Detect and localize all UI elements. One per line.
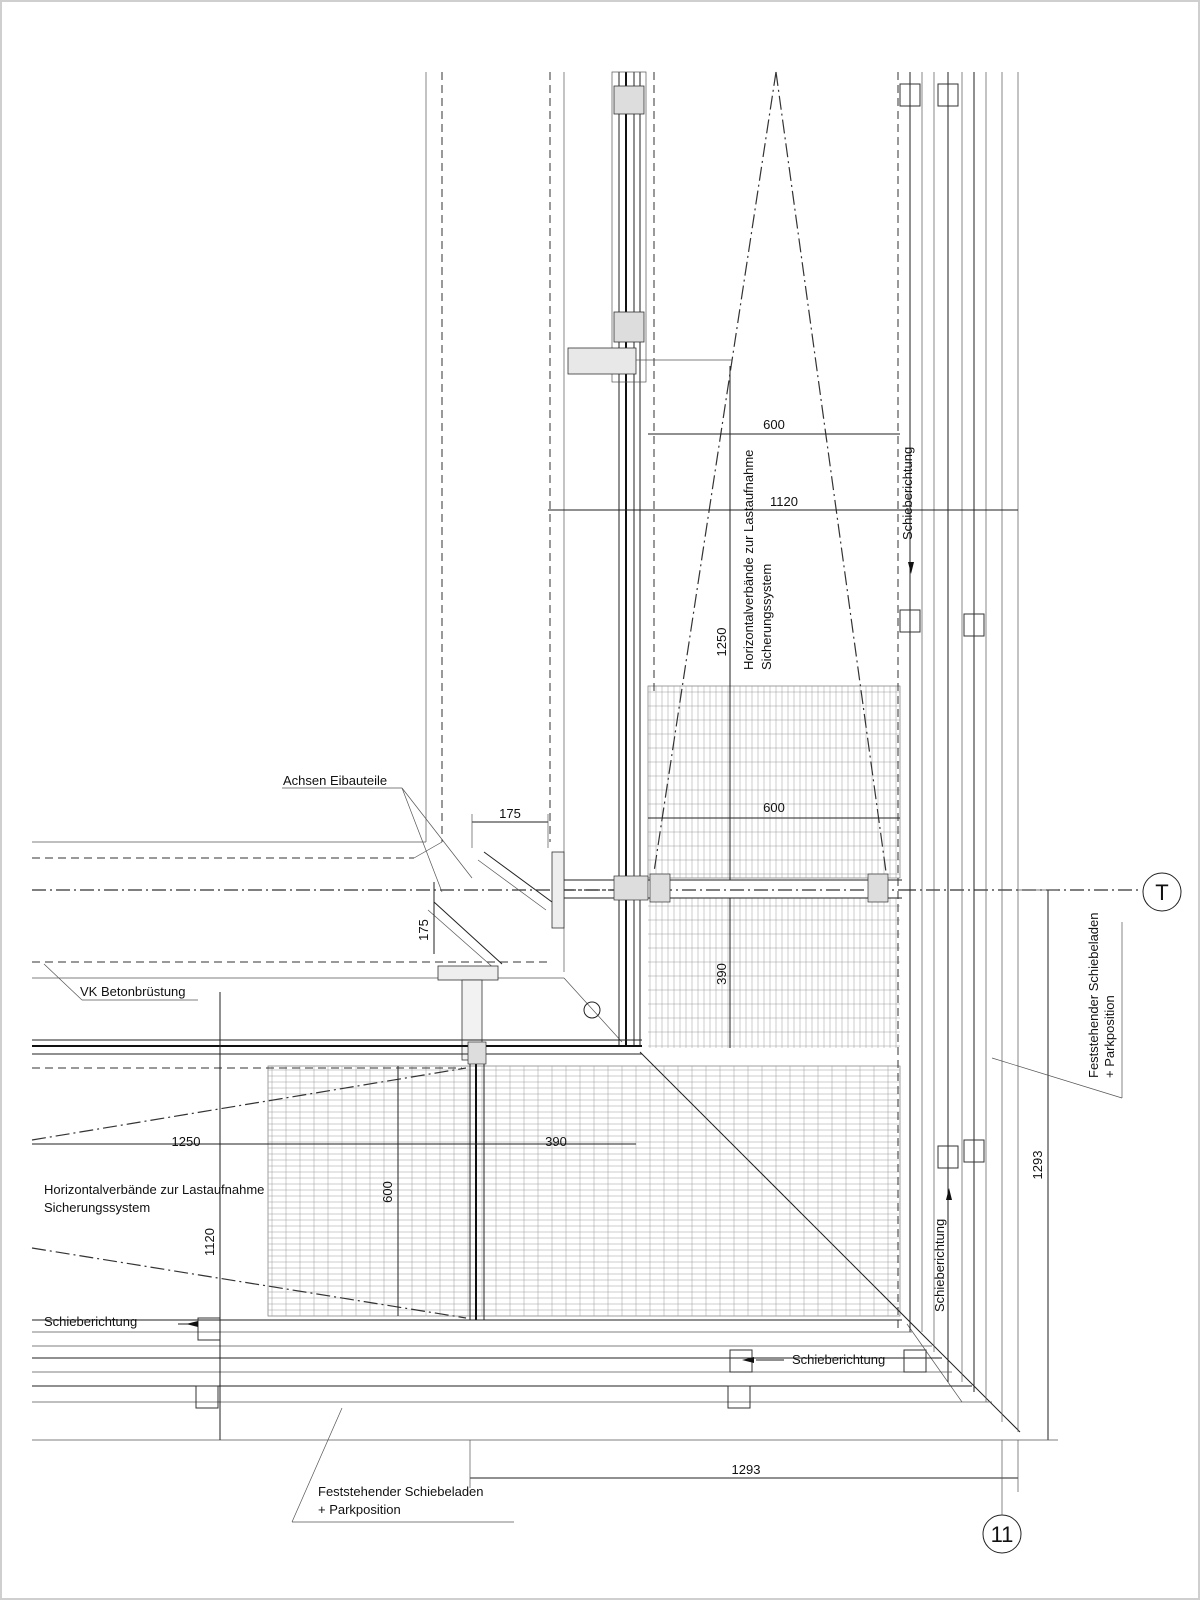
wall-outline	[32, 72, 623, 1043]
dim-1120-top: 1120	[770, 494, 798, 509]
anchor-bracket	[427, 851, 565, 1061]
dim-390-horizontal: 390	[545, 1134, 567, 1149]
grating-lines	[268, 686, 900, 1317]
dim-1293-bottom: 1293	[732, 1462, 761, 1477]
label-feststehender-bottom-1: Feststehender Schiebeladen	[318, 1484, 484, 1499]
axis-T-band	[562, 873, 1142, 903]
bracing-lines	[31, 71, 887, 1319]
grating-lower	[267, 1065, 901, 1317]
leader-lines	[43, 787, 1123, 1523]
label-horizontalverbaende-top-2: Sicherungssystem	[759, 564, 774, 670]
dim-600-grid: 600	[763, 800, 785, 815]
corner-diagonal	[639, 1051, 1021, 1433]
dim-1250-vertical: 1250	[714, 628, 729, 657]
dim-1250-left: 1250	[172, 1134, 201, 1149]
label-horizontalverbaende-left-1: Horizontalverbände zur Lastaufnahme	[44, 1182, 264, 1197]
rails-right	[897, 72, 1019, 1432]
arrow-down-icon	[908, 562, 914, 574]
axis-T-bubble: T	[1142, 872, 1182, 912]
dim-175-vertical: 175	[416, 919, 431, 941]
axis-11-label: 11	[991, 1522, 1014, 1547]
dim-600-left: 600	[380, 1181, 395, 1203]
label-feststehender-right-1: Feststehender Schiebeladen	[1086, 912, 1101, 1078]
label-feststehender-bottom-2: + Parkposition	[318, 1502, 401, 1517]
label-feststehender-right-2: + Parkposition	[1102, 995, 1117, 1078]
dim-175-horizontal: 175	[499, 806, 521, 821]
label-horizontalverbaende-top-1: Horizontalverbände zur Lastaufnahme	[741, 450, 756, 670]
label-schieberichtung-bottom: Schieberichtung	[792, 1352, 885, 1367]
dim-1293-right: 1293	[1030, 1151, 1045, 1180]
arrow-up-icon	[946, 1188, 952, 1200]
dimension-lines	[32, 366, 1058, 1500]
axis-T-label: T	[1155, 880, 1168, 905]
label-schieberichtung-top: Schieberichtung	[900, 447, 915, 540]
grating-upper	[647, 685, 901, 879]
arrow-left-icon-2	[742, 1357, 754, 1363]
dim-390-vertical: 390	[714, 963, 729, 985]
arrow-left-icon	[186, 1321, 198, 1327]
label-achsen-einbauteile: Achsen Eibauteile	[283, 773, 387, 788]
dim-1120-left: 1120	[202, 1228, 217, 1256]
axis-11-bubble: 11	[982, 1500, 1022, 1554]
label-schieberichtung-left: Schieberichtung	[44, 1314, 137, 1329]
facade-profile	[567, 71, 732, 1047]
label-vk-betonbruestung: VK Betonbrüstung	[80, 984, 186, 999]
dim-600-top: 600	[763, 417, 785, 432]
label-horizontalverbaende-left-2: Sicherungssystem	[44, 1200, 150, 1215]
facade-band-lower	[32, 1039, 642, 1320]
label-schieberichtung-right: Schieberichtung	[932, 1219, 947, 1312]
rails-bottom	[32, 1317, 1018, 1441]
